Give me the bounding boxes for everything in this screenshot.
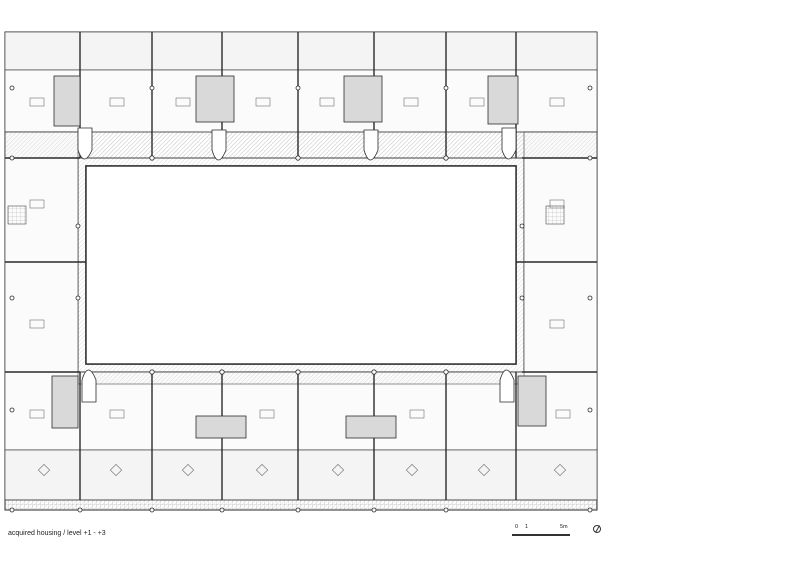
- drawing-caption: acquired housing / level +1 - +3: [8, 530, 106, 537]
- north-cores: [53, 75, 519, 127]
- columns: [9, 85, 593, 513]
- east-planter: [545, 205, 565, 225]
- south-cores: [51, 375, 547, 439]
- stair-towers: [77, 127, 517, 403]
- side-wing-walls: [5, 157, 597, 373]
- furniture: [29, 97, 571, 419]
- scale-label-zero: 0: [515, 524, 519, 530]
- courtyard-final: [85, 165, 517, 365]
- west-wing: [4, 131, 79, 373]
- scale-label-one: 1: [525, 524, 529, 530]
- north-balcony: [4, 131, 598, 159]
- scale-label-five: 5m: [560, 524, 568, 530]
- scale-bar: 0 1 5m: [512, 524, 592, 546]
- south-balcony: [77, 371, 525, 385]
- terrace-tables: [37, 463, 567, 477]
- north-arrow-icon: [593, 525, 601, 533]
- south-party-walls: [79, 372, 517, 500]
- west-planter: [7, 205, 27, 225]
- scale-bar-graphic: [512, 534, 570, 536]
- east-wing: [523, 131, 598, 373]
- south-wing: [4, 371, 598, 511]
